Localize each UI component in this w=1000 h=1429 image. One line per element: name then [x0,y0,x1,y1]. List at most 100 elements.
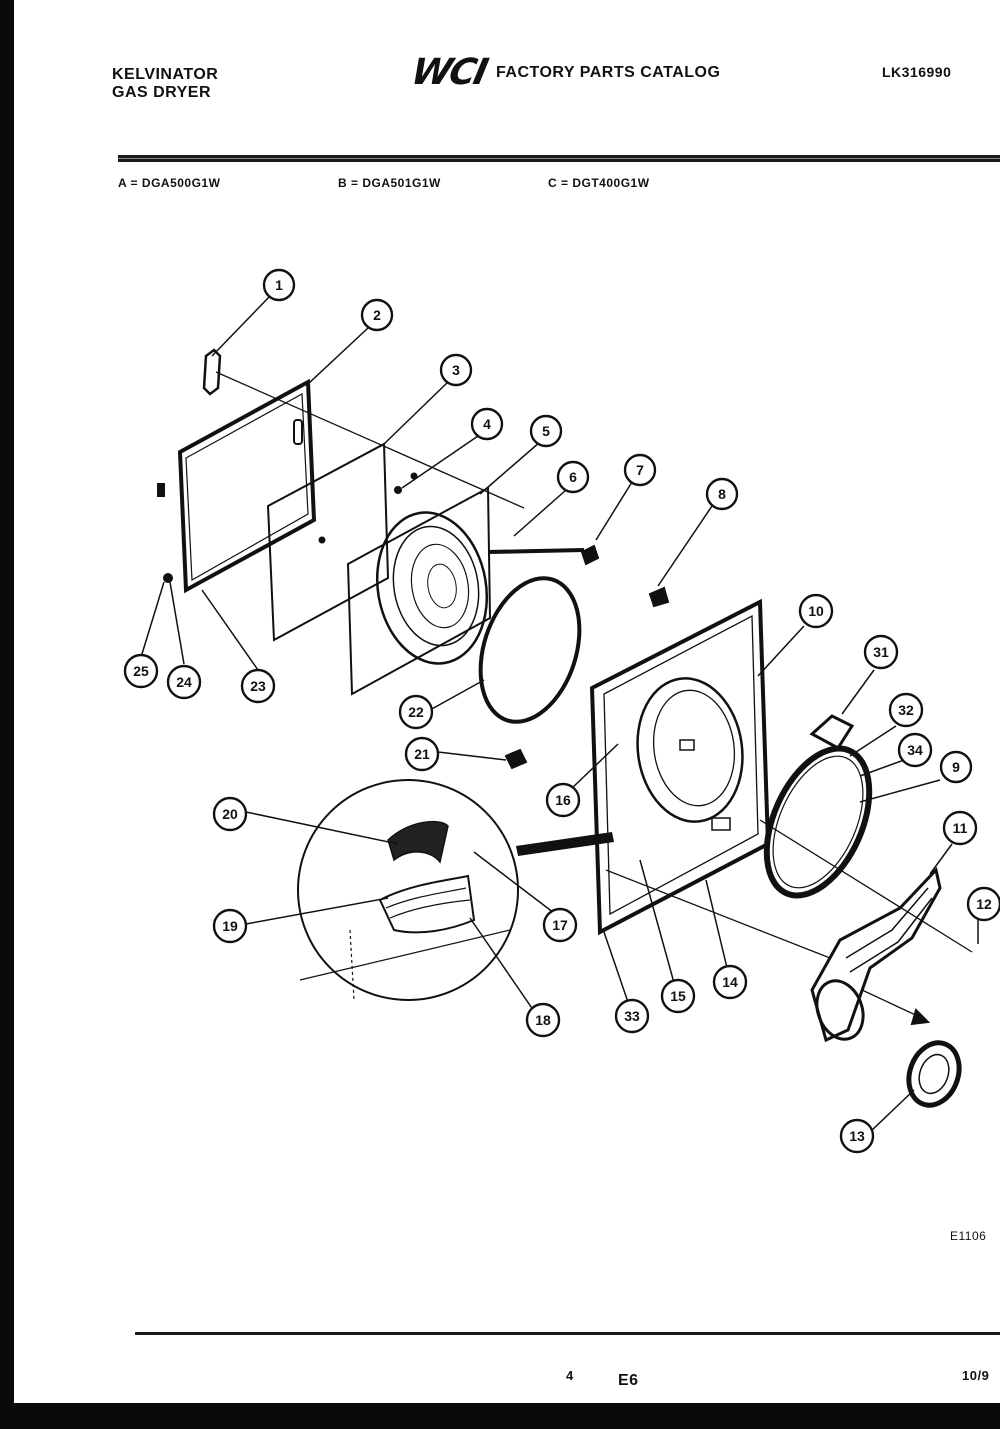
svg-text:7: 7 [636,462,644,478]
clip-7 [580,544,600,566]
callout-10: 10 [798,593,834,629]
front-panel-inner [603,614,759,916]
screw-4b [410,472,418,480]
scan-border-left [0,0,14,1429]
svg-text:32: 32 [898,702,914,718]
brand-name: KELVINATOR [112,66,219,83]
inner-door-panel [346,486,492,696]
svg-text:12: 12 [976,896,992,912]
callout-6: 6 [556,460,590,494]
callout-11: 11 [942,810,978,846]
svg-text:34: 34 [907,742,923,758]
svg-text:13: 13 [849,1128,865,1144]
detail-edge-line [349,929,355,1001]
bearing-arrow-line [861,989,923,1019]
door-outer-panel [177,378,317,594]
clip-21 [504,748,528,770]
svg-text:11: 11 [953,820,968,836]
callout-13: 13 [839,1118,875,1154]
callout-23: 23 [240,668,276,704]
callout-33: 33 [614,998,650,1034]
svg-text:19: 19 [222,918,238,934]
callouts: 1 2 3 4 5 6 7 8 10 31 32 34 9 11 12 13 1… [123,268,1000,1154]
product-type: GAS DRYER [112,84,212,101]
publication-number: LK316990 [882,64,952,80]
svg-text:10: 10 [808,603,824,619]
svg-text:6: 6 [569,469,577,485]
figure-code: E1106 [950,1229,987,1243]
bracket-rib-2 [849,897,933,973]
link-bar [487,548,585,554]
centerline-door [215,371,525,509]
svg-text:2: 2 [373,307,381,323]
callout-2: 2 [360,298,394,332]
svg-text:15: 15 [670,988,686,1004]
callout-15: 15 [660,978,696,1014]
callout-18: 18 [525,1002,561,1038]
svg-text:25: 25 [133,663,149,679]
bearing-ring [906,1040,962,1108]
detail-base-line [299,929,511,981]
svg-text:3: 3 [452,362,460,378]
door-window-center [427,563,457,609]
door-switch [679,739,695,751]
footer-rule [135,1332,1000,1335]
callout-22: 22 [398,694,434,730]
screw-door-edge [157,483,165,497]
brand-block: KELVINATOR GAS DRYER [112,66,218,102]
clip-8 [648,586,670,608]
callout-20: 20 [212,796,248,832]
bearing-ring-inner [918,1053,950,1095]
svg-text:22: 22 [408,704,424,720]
svg-text:4: 4 [483,416,491,432]
catalog-title: FACTORY PARTS CATALOG [496,64,721,81]
svg-text:23: 23 [250,678,266,694]
callout-34: 34 [897,732,933,768]
front-panel-opening-inner [652,689,736,807]
model-b: B = DGA501G1W [338,176,441,190]
door-gasket [478,576,582,724]
callout-4: 4 [470,407,504,441]
detail-pointer [516,832,614,856]
svg-text:8: 8 [718,486,726,502]
detail-latch-line2 [389,899,471,919]
panel-bracket [711,817,731,831]
page-number: 4 [566,1368,574,1383]
door-window-outer [375,511,489,665]
callout-19: 19 [212,908,248,944]
callout-12: 12 [966,886,1000,922]
door-window-inner [410,543,470,629]
footer-date: 10/9 [962,1368,990,1383]
front-seal-ring [763,745,873,899]
callout-32: 32 [888,692,924,728]
svg-text:33: 33 [624,1008,640,1024]
detail-latch-line1 [385,887,467,909]
door-window-mid [392,525,480,647]
bracket-rib-1 [845,887,929,959]
callout-14: 14 [712,964,748,1000]
callout-17: 17 [542,907,578,943]
front-panel-opening [636,677,744,823]
header-rule [118,155,1000,162]
callout-16: 16 [545,782,581,818]
svg-text:21: 21 [414,746,430,762]
door-outer-inner-edge [185,393,309,582]
section-code: E6 [618,1372,639,1389]
svg-text:17: 17 [552,917,568,933]
model-c: C = DGT400G1W [548,176,650,190]
callout-1: 1 [262,268,296,302]
svg-text:18: 18 [535,1012,551,1028]
svg-text:20: 20 [222,806,238,822]
door-insulation [266,442,390,642]
front-seal-ring-inner [772,755,864,889]
svg-text:31: 31 [873,644,889,660]
lint-housing-part [809,714,855,750]
callout-21: 21 [404,736,440,772]
callout-7: 7 [623,453,657,487]
insulation-dot [318,536,326,544]
svg-text:16: 16 [555,792,571,808]
screw-4 [394,486,402,494]
centerline-lower [605,869,831,959]
door-handle [293,419,303,445]
